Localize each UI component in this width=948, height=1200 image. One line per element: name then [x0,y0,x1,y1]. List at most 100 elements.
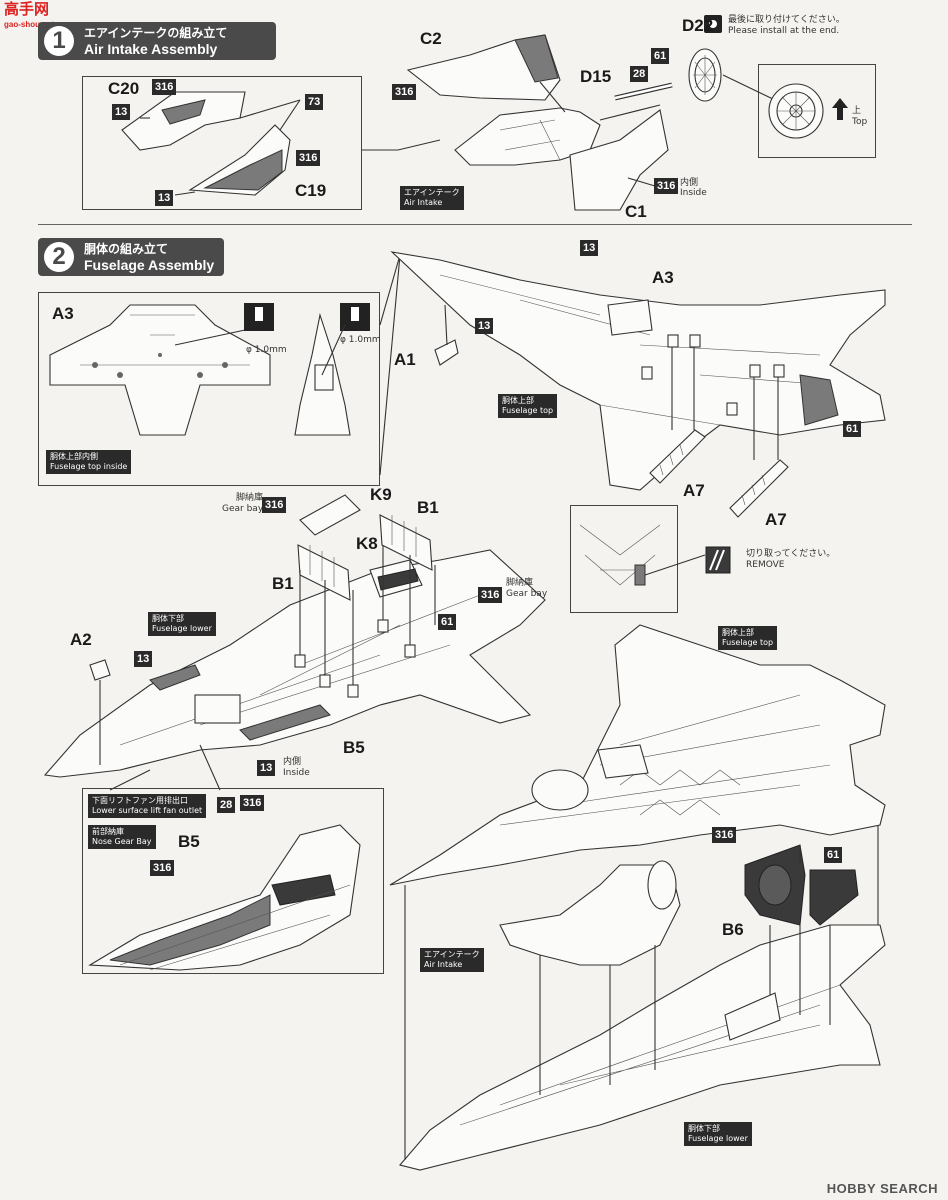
gear-bay-jp: 脚納庫 [236,493,264,503]
fuselage-top-inside-tag: 胴体上部内側 Fuselage top inside [46,450,132,474]
paint-code-316-gearbay: 316 [262,497,287,513]
fuselage-top-inside-box [38,292,380,486]
part-c1: C1 [625,202,647,221]
note-en: Please install at the end. [728,26,840,36]
inside-en: Inside [680,188,707,198]
paint-code-61-lower: 61 [438,614,457,630]
inside-jp: 内側 [680,178,699,188]
fuselage-lower2-en: Fuselage lower [688,1134,748,1143]
part-a3-main: A3 [652,268,674,287]
step2-title-en: Fuselage Assembly [84,257,215,273]
inside2-en: Inside [283,768,310,778]
paint-code-28-bay: 28 [217,797,236,813]
fuselage-top2-jp: 胴体上部 [722,628,754,637]
air-intake-jp: エアインテーク [404,188,460,197]
step1-title-jp: エアインテークの組み立て [84,26,228,40]
air-intake2-tag: エアインテーク Air Intake [420,948,484,972]
paint-code-13-side: 13 [475,318,494,334]
air-intake2-en: Air Intake [424,960,463,969]
part-b1-right: B1 [417,498,439,517]
nose-bay-tag: 前部納庫 Nose Gear Bay [88,825,156,849]
paint-code-316: 316 [654,178,679,194]
air-intake2-jp: エアインテーク [424,950,480,959]
paint-code-316: 316 [392,84,417,100]
nose-bay-jp: 前部納庫 [92,827,124,836]
step2-title-jp: 胴体の組み立て [84,242,169,256]
paint-code-61-wing: 61 [843,421,862,437]
part-k8: K8 [356,534,378,553]
gear-bay-en: Gear bay [222,504,264,514]
top-jp: 上 [852,106,862,116]
fuselage-top2-tag: 胴体上部 Fuselage top [718,626,778,650]
step2-drawing [43,251,886,1171]
paint-code-61: 61 [651,48,670,64]
step1-number: 1 [44,26,74,56]
lift-fan-en: Lower surface lift fan outlet [92,806,203,815]
site-logo: 高手网 [4,0,50,18]
part-a2: A2 [70,630,92,649]
remove-detail-box [570,505,678,613]
part-c2: C2 [420,29,442,48]
paint-code-73: 73 [305,94,324,110]
top-en: Top [852,117,868,127]
fuselage-top2-en: Fuselage top [722,638,774,647]
fuselage-lower2-tag: 胴体下部 Fuselage lower [684,1122,752,1146]
air-intake-en: Air Intake [404,198,443,207]
part-k9: K9 [370,485,392,504]
remove-jp: 切り取ってください。 [746,549,836,559]
paint-code-316-top: 316 [712,827,737,843]
step1-subassembly-box [82,76,362,210]
nose-bay-detail-box [82,788,384,974]
gear-bay2-en: Gear bay [506,589,548,599]
step1-drawing [121,15,848,211]
step1-header: 1 エアインテークの組み立て Air Intake Assembly [38,22,276,60]
part-b5-detail: B5 [178,832,200,851]
part-b1-left: B1 [272,574,294,593]
fuselage-top-jp: 胴体上部 [502,396,534,405]
paint-code-13-inside: 13 [257,760,276,776]
fuselage-lower-tag: 胴体下部 Fuselage lower [148,612,216,636]
fuselage-lower-jp: 胴体下部 [152,614,184,623]
gear-bay2-jp: 脚納庫 [506,578,534,588]
lift-fan-tag: 下面リフトファン用排出口 Lower surface lift fan outl… [88,794,207,818]
hobby-search-logo: HOBBY SEARCH [826,1181,938,1196]
fuselage-top-inside-en: Fuselage top inside [50,462,128,471]
step2-number: 2 [44,242,74,272]
site-url: gao-shou.net [4,20,55,29]
part-c20: C20 [108,79,140,98]
part-b6: B6 [722,920,744,939]
paint-code-13-top: 13 [580,240,599,256]
fuselage-lower2-jp: 胴体下部 [688,1124,720,1133]
part-d22: D22 [682,16,714,35]
paint-code-28: 28 [630,66,649,82]
step1-top-view-box [758,64,876,158]
paint-code-13: 13 [155,190,174,206]
air-intake-tag: エアインテーク Air Intake [400,186,464,210]
part-d15: D15 [580,67,612,86]
drill-diameter-2: φ 1.0mm [340,335,381,345]
part-c19: C19 [295,181,327,200]
paint-code-316-bay2: 316 [150,860,175,876]
drill-diameter-1: φ 1.0mm [246,345,287,355]
part-a7-right: A7 [765,510,787,529]
fuselage-top-tag: 胴体上部 Fuselage top [498,394,558,418]
fuselage-lower-en: Fuselage lower [152,624,212,633]
fuselage-top-inside-jp: 胴体上部内側 [50,452,98,461]
part-a3-inset: A3 [52,304,74,323]
paint-code-316: 316 [152,79,177,95]
note-jp: 最後に取り付けてください。 [728,15,845,25]
inside2-jp: 内側 [283,757,302,767]
paint-code-316-gearbay2: 316 [478,587,503,603]
nose-bay-en: Nose Gear Bay [92,837,152,846]
paint-code-13-lower: 13 [134,651,153,667]
paint-code-316: 316 [296,150,321,166]
paint-code-61-b6: 61 [824,847,843,863]
paint-code-316-bay: 316 [240,795,265,811]
part-a1: A1 [394,350,416,369]
step-divider [38,224,912,225]
fuselage-top-en: Fuselage top [502,406,554,415]
step1-title-en: Air Intake Assembly [84,41,218,57]
paint-code-13: 13 [112,104,131,120]
lift-fan-jp: 下面リフトファン用排出口 [92,796,188,805]
part-a7-left: A7 [683,481,705,500]
